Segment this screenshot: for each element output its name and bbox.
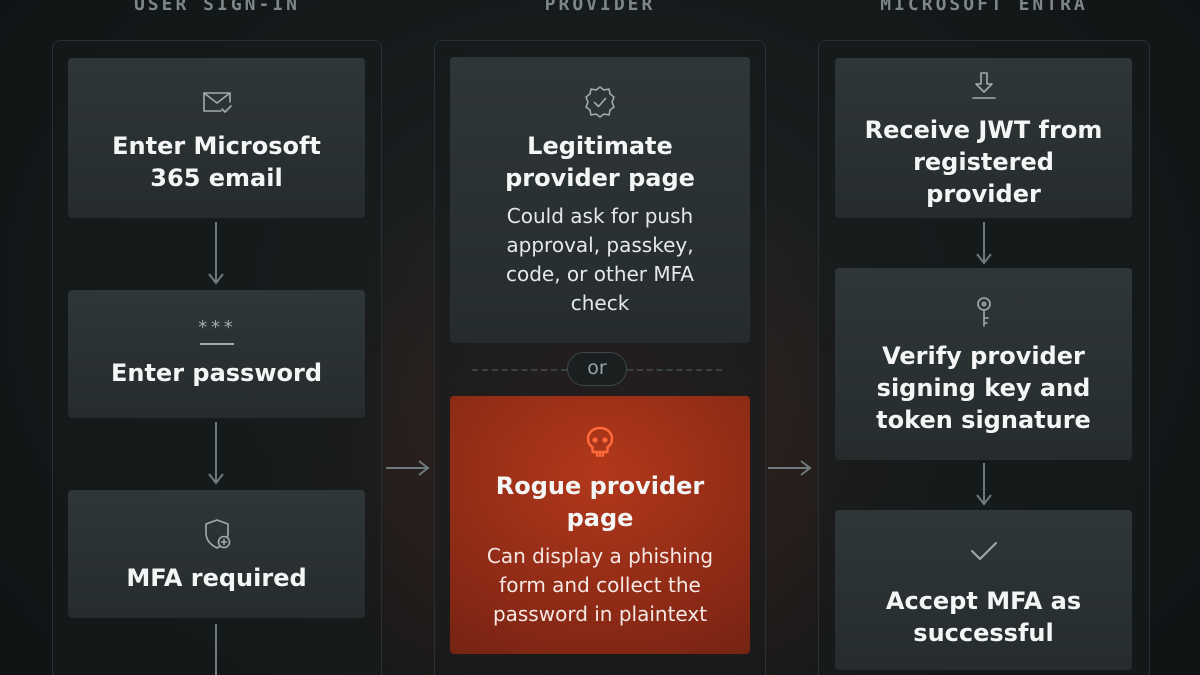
arrow-right-provider-to-entra (768, 458, 814, 478)
or-label: or (567, 352, 627, 386)
step-enter-password: *** Enter password (68, 290, 365, 418)
step-verify-signing-key: Verify provider signing key and token si… (835, 268, 1132, 460)
arrow-down-entra-1 (974, 222, 994, 266)
or-separator: or (472, 352, 722, 386)
legitimate-provider-card: Legitimate provider page Could ask for p… (450, 57, 750, 343)
step-accept-mfa: Accept MFA as successful (835, 510, 1132, 670)
step-receive-jwt: Receive JWT from registered provider (835, 58, 1132, 218)
arrow-down-2 (206, 422, 226, 486)
arrow-down-3 (206, 624, 226, 675)
step-title: Accept MFA as successful (885, 587, 1082, 647)
step-title: Verify provider signing key and token si… (876, 342, 1091, 434)
arrow-right-signin-to-provider (386, 458, 432, 478)
rogue-provider-desc: Can display a phishing form and collect … (486, 543, 714, 626)
skull-icon (580, 422, 620, 462)
step-title: Enter password (110, 359, 323, 387)
checkmark-icon (964, 531, 1004, 571)
password-asterisks-icon: *** (197, 319, 237, 347)
rogue-provider-title: Rogue provider page (495, 471, 705, 532)
arrow-down-entra-2 (974, 463, 994, 507)
column-header-microsoft-entra: MICROSOFT ENTRA (880, 0, 1088, 15)
step-title: Enter Microsoft 365 email (112, 132, 321, 192)
key-icon (964, 292, 1004, 332)
download-icon (964, 66, 1004, 106)
step-enter-email: Enter Microsoft 365 email (68, 58, 365, 218)
rogue-provider-card: Rogue provider page Can display a phishi… (450, 396, 750, 654)
column-header-user-signin: USER SIGN-IN (133, 0, 301, 15)
step-mfa-required: MFA required (68, 490, 365, 618)
mail-check-icon (197, 82, 237, 122)
legitimate-provider-title: Legitimate provider page (505, 132, 695, 192)
column-header-provider: PROVIDER (544, 0, 656, 15)
legitimate-provider-desc: Could ask for push approval, passkey, co… (505, 204, 694, 315)
step-title: MFA required (126, 564, 307, 592)
step-title: Receive JWT from registered provider (864, 116, 1103, 208)
shield-plus-icon (197, 514, 237, 554)
verified-badge-icon (580, 82, 620, 122)
arrow-down-1 (206, 222, 226, 286)
